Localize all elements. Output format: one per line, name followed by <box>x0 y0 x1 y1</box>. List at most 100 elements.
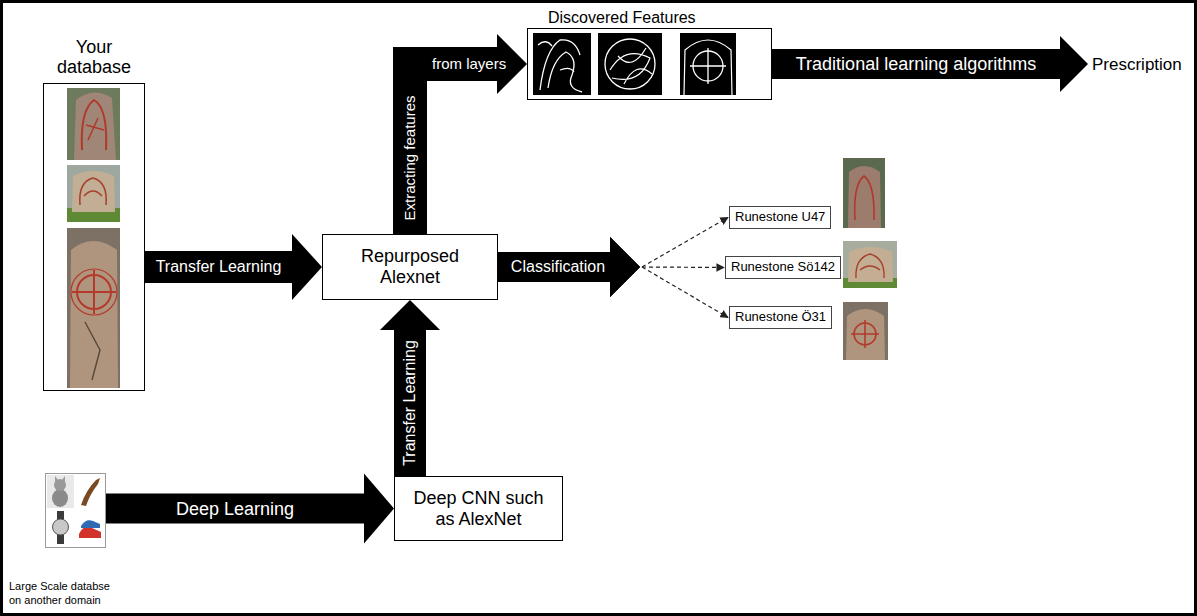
dashed-branch <box>642 217 728 267</box>
feature-map <box>533 33 591 95</box>
feature-map <box>598 33 662 95</box>
dataset-frame: Large Scale databse on another domain <box>45 473 106 548</box>
runestone-photo <box>67 228 120 388</box>
process-box: Deep CNN such as AlexNet <box>394 476 563 541</box>
feature-map <box>680 33 736 95</box>
feature-map <box>684 40 732 95</box>
sample-image-grid <box>47 475 104 544</box>
sample-image-grid <box>52 489 68 507</box>
arrow-shaft <box>772 49 1061 79</box>
feature-map <box>690 48 726 84</box>
database-frame: Your database <box>43 83 145 391</box>
sample-image-grid <box>81 520 100 528</box>
sample-image-grid <box>53 519 69 535</box>
feature-frame: Discovered Features <box>527 28 772 100</box>
class-box: Runestone U47 <box>729 206 831 229</box>
runestone-thumbnail <box>851 320 879 348</box>
node-heading: Your database <box>39 37 149 78</box>
arrow-label: Extracting features <box>401 93 418 222</box>
node-label: Runestone U47 <box>735 210 825 225</box>
feature-map <box>598 33 662 95</box>
sample-image-grid <box>47 511 74 544</box>
runestone-thumbnail <box>843 158 885 228</box>
runestone-thumbnail <box>843 302 888 360</box>
sample-image-grid <box>79 527 101 538</box>
flow-arrow <box>106 474 394 544</box>
runestone-thumbnail <box>843 241 897 288</box>
arrow-annotation: from layers <box>430 55 508 72</box>
runestone-photo <box>67 165 120 222</box>
runestone-photo <box>67 88 120 160</box>
runestone-photo <box>67 165 120 222</box>
flow-arrow <box>145 234 322 300</box>
flow-arrow <box>410 34 527 234</box>
arrow-shaft <box>145 251 293 283</box>
runestone-thumbnail <box>843 158 885 228</box>
arrow-shaft <box>394 329 426 476</box>
arrow-label: Transfer Learning <box>154 258 284 276</box>
feature-map <box>680 33 736 95</box>
arrow-head <box>610 237 640 297</box>
runestone-thumbnail <box>848 247 893 282</box>
arrow-label: Deep Learning <box>174 498 296 519</box>
runestone-photo <box>85 322 100 380</box>
runestone-photo <box>72 270 116 314</box>
arrow-head <box>364 474 394 544</box>
arrow-head <box>610 237 640 297</box>
arrow-shaft <box>498 252 611 282</box>
runestone-photo <box>80 178 106 205</box>
flow-arrow <box>772 36 1088 92</box>
arrow-label: Transfer Learning <box>401 338 419 468</box>
feature-map <box>610 48 652 84</box>
dashed-branch <box>642 267 728 317</box>
runestone-photo <box>67 228 120 388</box>
runestone-photo <box>72 171 115 212</box>
runestone-photo <box>86 118 104 140</box>
node-label: Runestone Ö31 <box>735 310 826 325</box>
arrow-shaft <box>106 494 365 524</box>
runestone-thumbnail <box>848 166 881 228</box>
arrow-head <box>380 300 440 330</box>
runestone-thumbnail <box>843 241 897 288</box>
node-heading: Large Scale databse on another domain <box>9 580 121 608</box>
arrow-head <box>292 234 322 300</box>
split-arrow <box>498 237 728 317</box>
arrow-shaft <box>498 252 611 282</box>
runestone-thumbnail <box>855 176 874 220</box>
arrow-shaft <box>498 252 611 282</box>
class-box: Runestone Sö142 <box>725 256 841 279</box>
feature-map <box>538 40 582 92</box>
runestone-photo <box>67 88 120 160</box>
sample-image-grid <box>55 476 65 482</box>
feature-map <box>605 39 655 89</box>
runestone-thumbnail <box>846 309 885 360</box>
arrow-label: Classification <box>509 258 607 276</box>
sample-image-grid <box>81 478 100 506</box>
split-arrow <box>498 217 728 297</box>
sample-image-grid <box>47 475 74 508</box>
node-label: Deep CNN such as AlexNet <box>409 488 549 529</box>
sample-image-grid <box>77 511 104 544</box>
arrow-head <box>610 237 640 297</box>
output-label: Prescription <box>1092 55 1182 75</box>
node-label: Prescription <box>1092 55 1182 75</box>
arrow-head <box>1060 36 1088 92</box>
runestone-photo <box>74 92 116 160</box>
runestone-thumbnail <box>856 254 884 278</box>
node-label: Repurposed Alexnet <box>353 246 468 287</box>
node-heading: Discovered Features <box>548 9 696 27</box>
arrow-shaft <box>410 64 498 234</box>
feature-map <box>533 33 591 95</box>
split-arrow <box>498 237 724 297</box>
runestone-photo <box>82 100 107 150</box>
runestone-photo <box>71 269 117 315</box>
flow-arrow <box>380 300 440 476</box>
process-box: Repurposed Alexnet <box>322 234 498 300</box>
class-box: Runestone Ö31 <box>729 306 832 329</box>
node-label: Runestone Sö142 <box>731 260 835 275</box>
